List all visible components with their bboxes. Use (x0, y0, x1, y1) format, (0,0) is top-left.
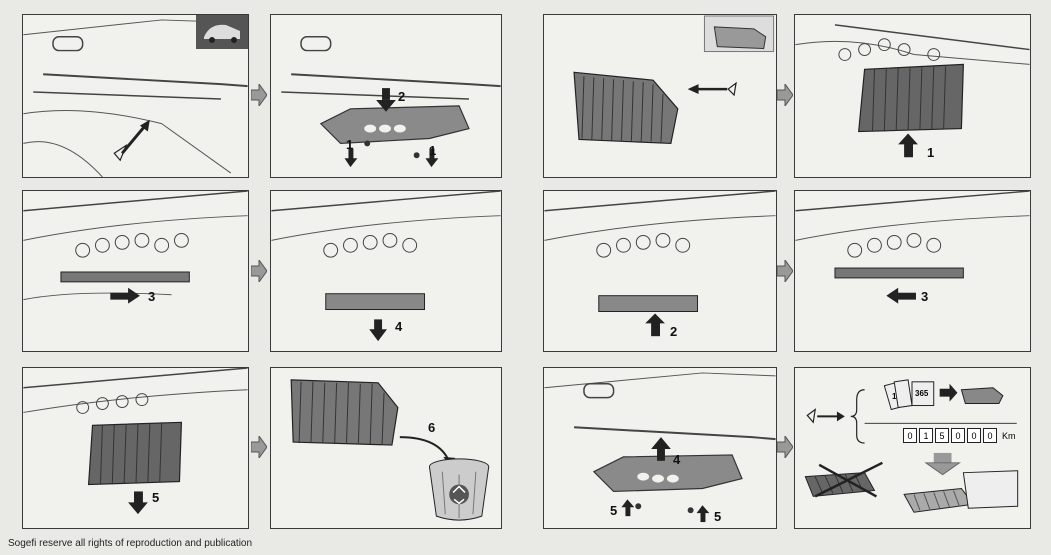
odometer-digit: 0 (983, 428, 997, 443)
next-step-arrow-icon (251, 436, 267, 458)
odometer-unit: Km (1002, 430, 1016, 441)
odometer-digit: 1 (919, 428, 933, 443)
filter-disposal-illustration (290, 379, 490, 521)
step-panel-2: 2 1 1 (270, 14, 502, 178)
step-panel-5: 3 (22, 190, 249, 352)
step-number: 6 (428, 420, 436, 435)
next-step-arrow-icon (777, 436, 793, 458)
housing-raise-illustration (544, 191, 776, 337)
next-step-arrow-icon (777, 260, 793, 282)
housing-slide-illustration (23, 191, 248, 304)
step-number: 3 (921, 289, 929, 304)
filter-icon (290, 379, 399, 446)
step-number: 1 (346, 137, 354, 152)
car-icon (196, 15, 248, 49)
step-number: 1 (429, 143, 437, 158)
next-step-arrow-icon (251, 84, 267, 106)
step-panel-4: 1 (794, 14, 1031, 178)
step-number: 1 (927, 145, 935, 160)
step-number: 5 (714, 509, 722, 524)
calendar-day: 1 (892, 392, 897, 401)
step-panel-8: 3 (794, 190, 1031, 352)
odometer-digit: 0 (951, 428, 965, 443)
odometer-digit: 0 (903, 428, 917, 443)
housing-lower-illustration (271, 191, 501, 342)
calendar-icon (883, 379, 935, 411)
cabin-filter-illustration (573, 15, 775, 145)
odometer-digit: 5 (935, 428, 949, 443)
step-panel-6: 4 (270, 190, 502, 352)
step-panel-3 (543, 14, 777, 178)
trash-can-icon (428, 458, 490, 521)
step-panel-10: 6 (270, 367, 502, 529)
step-number: 4 (673, 452, 681, 467)
calendar-year: 365 (915, 389, 929, 398)
step-number: 3 (148, 289, 156, 304)
filter-insert-illustration (795, 24, 1030, 158)
dashboard-panel-removal (281, 35, 501, 168)
copyright-footer: Sogefi reserve all rights of reproductio… (8, 538, 253, 549)
step-number: 5 (152, 490, 160, 505)
step-panel-1 (22, 14, 249, 178)
housing-slide-back-illustration (795, 191, 1030, 304)
odometer-digit: 0 (967, 428, 981, 443)
eye-icon (113, 143, 128, 162)
eye-icon (806, 408, 817, 424)
step-number: 5 (610, 503, 618, 518)
step-panel-9: 5 (22, 367, 249, 529)
step-panel-7: 2 (543, 190, 777, 352)
step-panel-11: 4 5 5 (543, 367, 777, 529)
next-step-arrow-icon (777, 84, 793, 106)
filter-icon (573, 71, 679, 145)
odometer-icon: 0 1 5 0 0 0 Km (903, 428, 1016, 443)
panel-reinstall-illustration (544, 372, 776, 523)
filter-remove-illustration (23, 368, 248, 515)
step-number: 4 (395, 319, 403, 334)
next-step-arrow-icon (251, 260, 267, 282)
replacement-interval-illustration (804, 379, 1019, 513)
step-number: 2 (670, 324, 678, 339)
step-panel-12: 1 365 0 1 5 0 0 0 Km (794, 367, 1031, 529)
eye-icon (727, 81, 737, 97)
step-number: 2 (398, 89, 406, 104)
